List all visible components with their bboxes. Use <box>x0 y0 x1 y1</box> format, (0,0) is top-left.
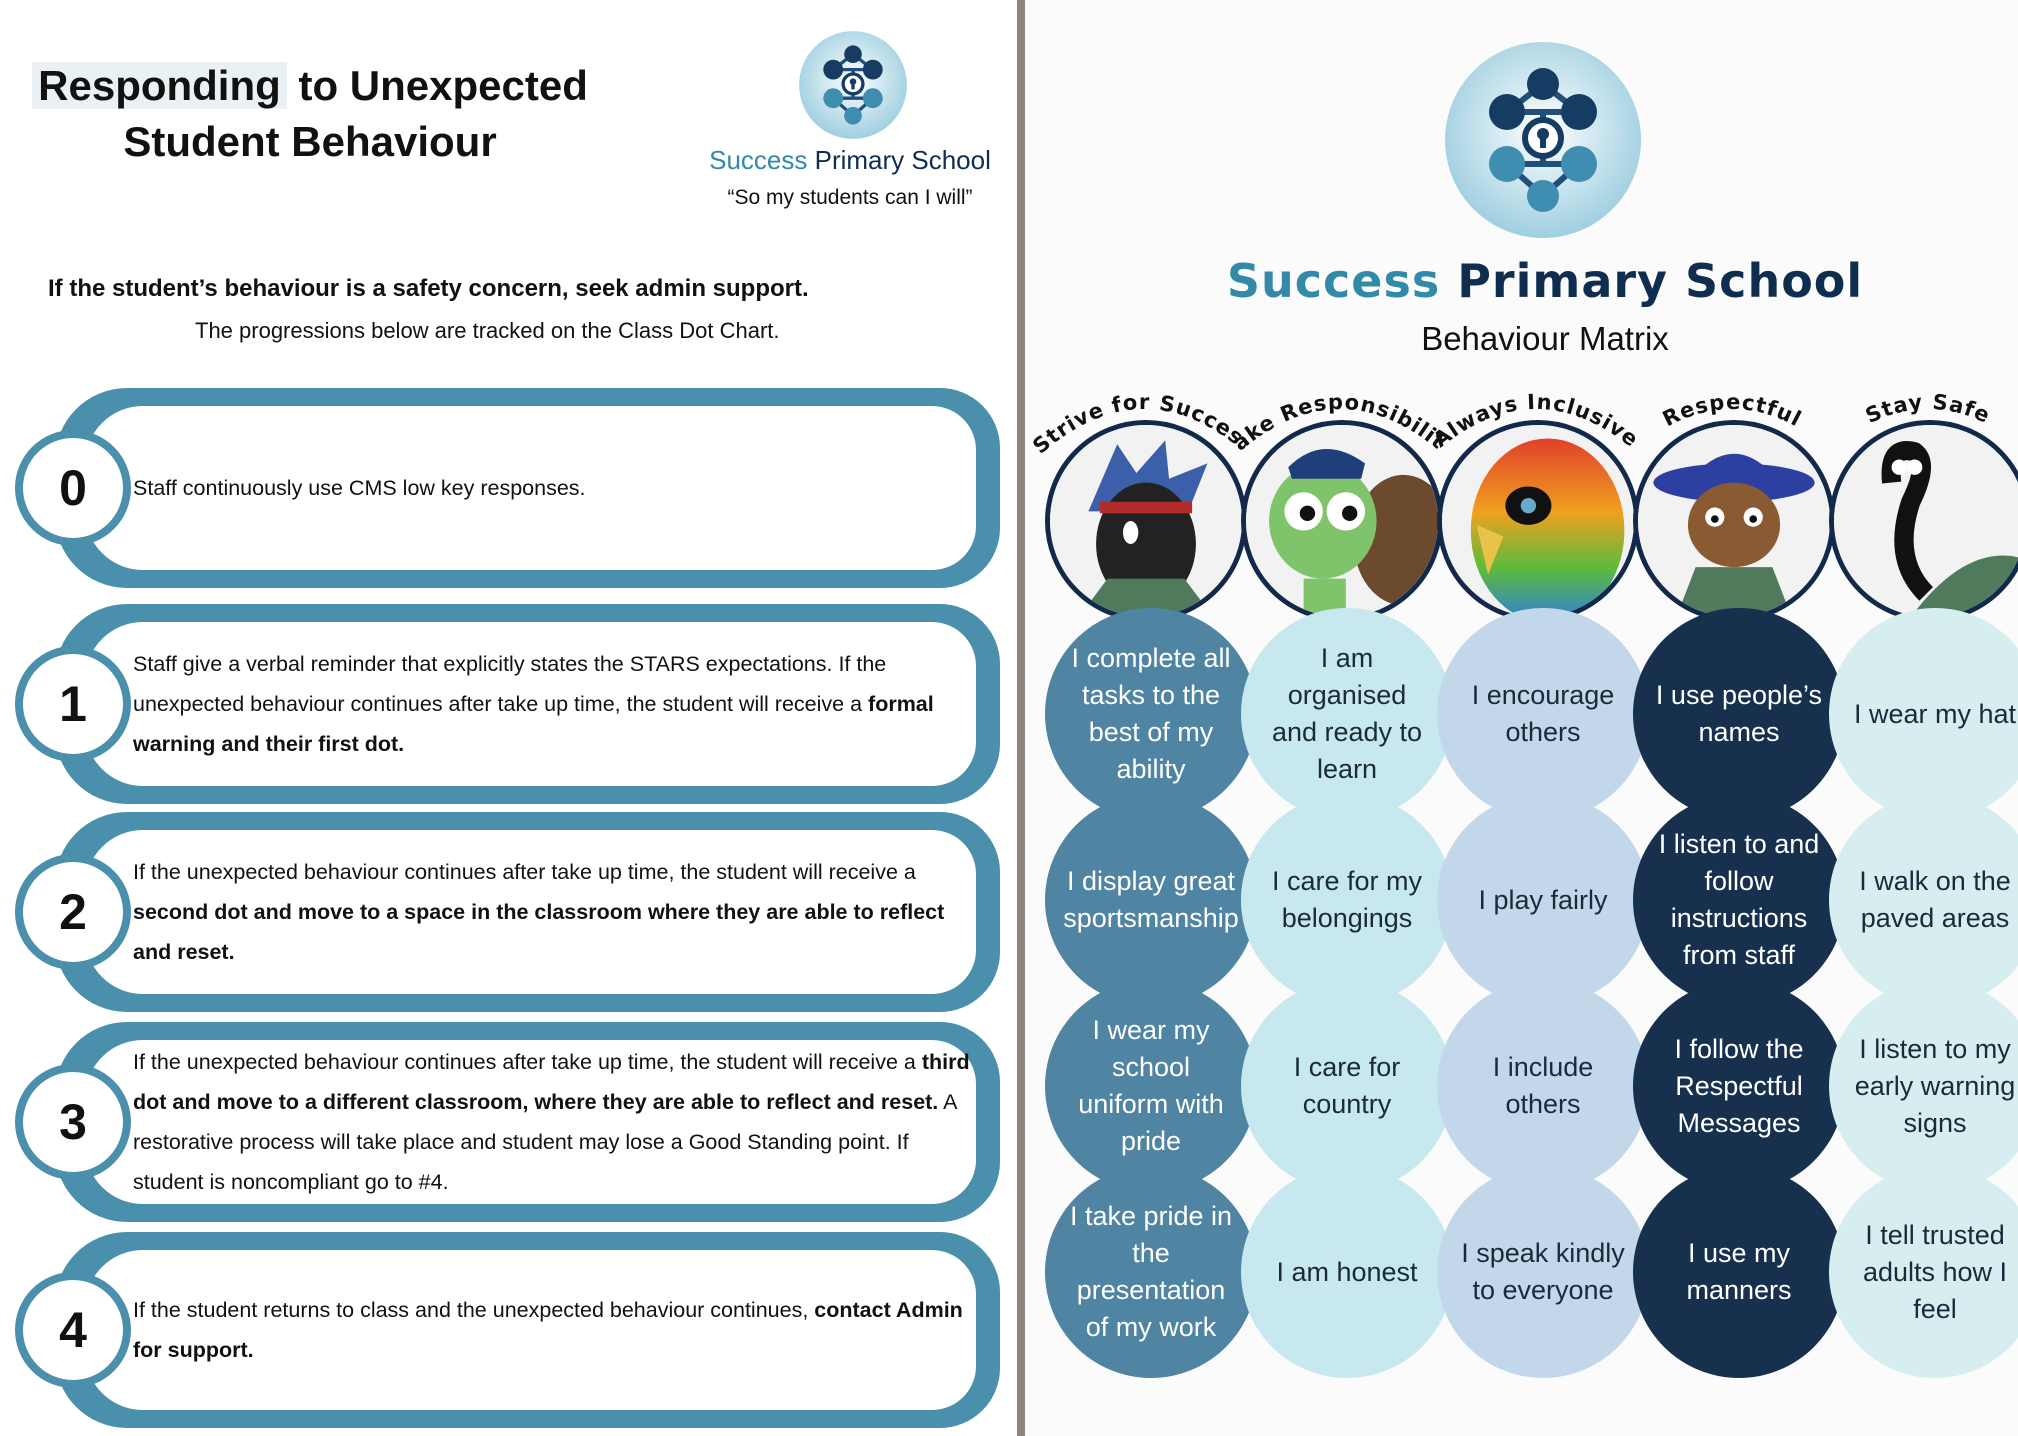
matrix-cell: I wear my school uniform with pride <box>1045 980 1257 1192</box>
matrix-cell: I tell trusted adults how I feel <box>1829 1166 2018 1378</box>
step-text: If the unexpected behaviour continues af… <box>133 1050 970 1194</box>
step-number: 1 <box>15 646 131 762</box>
matrix-cell: I complete all tasks to the best of my a… <box>1045 608 1257 820</box>
safety-note: If the student’s behaviour is a safety c… <box>48 275 809 302</box>
matrix-cell: I display great sportsmanship <box>1045 794 1257 1006</box>
character-mascot-icon <box>1633 420 1835 622</box>
step-text: Staff give a verbal reminder that explic… <box>133 652 934 756</box>
matrix-cell: I care for country <box>1241 980 1453 1192</box>
matrix-cell: I listen to my early warning signs <box>1829 980 2018 1192</box>
matrix-cell: I speak kindly to everyone <box>1437 1166 1649 1378</box>
step-number: 4 <box>15 1272 131 1388</box>
step-2: 2 If the unexpected behaviour continues … <box>15 812 1000 1012</box>
matrix-cell: I encourage others <box>1437 608 1649 820</box>
matrix-cell: I listen to and follow instructions from… <box>1633 794 1845 1006</box>
matrix-cell: I use people’s names <box>1633 608 1845 820</box>
school-motto: “So my students can I will” <box>727 186 973 209</box>
matrix-subtitle: Behaviour Matrix <box>1421 320 1669 357</box>
matrix-cell: I include others <box>1437 980 1649 1192</box>
step-text: If the student returns to class and the … <box>133 1298 963 1362</box>
matrix-cell: I am honest <box>1241 1166 1453 1378</box>
step-number: 3 <box>15 1064 131 1180</box>
step-0: 0 Staff continuously use CMS low key res… <box>15 388 1000 588</box>
school-logo-icon <box>799 31 907 139</box>
title-highlight: Responding <box>32 62 287 109</box>
parrot-mascot-icon <box>1437 420 1639 622</box>
school-name: Success Primary School <box>709 145 991 175</box>
matrix-cell: I walk on the paved areas <box>1829 794 2018 1006</box>
page-divider <box>1017 0 1025 1436</box>
matrix-cell: I play fairly <box>1437 794 1649 1006</box>
matrix-cell: I care for my belongings <box>1241 794 1453 1006</box>
turtle-mascot-icon <box>1241 420 1443 622</box>
step-1: 1 Staff give a verbal reminder that expl… <box>15 604 1000 804</box>
matrix-cell: I follow the Respectful Messages <box>1633 980 1845 1192</box>
step-4: 4 If the student returns to class and th… <box>15 1232 1000 1428</box>
step-text: If the unexpected behaviour continues af… <box>133 860 945 964</box>
left-page: Responding to Unexpected Student Behavio… <box>0 0 1017 1436</box>
matrix-cell: I use my manners <box>1633 1166 1845 1378</box>
title-rest: to Unexpected <box>286 62 588 109</box>
tracked-note: The progressions below are tracked on th… <box>195 318 780 343</box>
step-text: Staff continuously use CMS low key respo… <box>133 476 586 500</box>
step-3: 3 If the unexpected behaviour continues … <box>15 1022 1000 1222</box>
matrix-cell: I take pride in the presentation of my w… <box>1045 1166 1257 1378</box>
step-number: 2 <box>15 854 131 970</box>
page-title: Responding to Unexpected Student Behavio… <box>30 58 590 170</box>
step-number: 0 <box>15 430 131 546</box>
matrix-cell: I wear my hat <box>1829 608 2018 820</box>
swan-mascot-icon <box>1829 420 2018 622</box>
title-line-2: Student Behaviour <box>123 118 497 165</box>
matrix-cell: I am organised and ready to learn <box>1241 608 1453 820</box>
right-page: Success Primary School Behaviour Matrix … <box>1025 0 2018 1436</box>
knight-mascot-icon <box>1045 420 1247 622</box>
school-name-large: Success Primary School <box>1226 254 1864 308</box>
school-logo-icon <box>1445 42 1641 238</box>
